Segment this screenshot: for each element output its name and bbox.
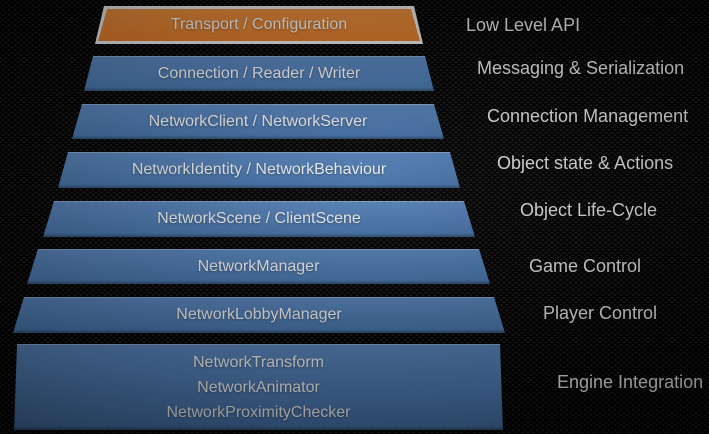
layer-label: NetworkManager [197,257,320,275]
layer-label-line: NetworkProximityChecker [166,403,351,421]
layer-shape [72,104,444,139]
api-label-player-control: Player Control [543,303,658,323]
layer-shape [14,344,503,430]
layer-label-line: NetworkAnimator [197,378,320,396]
layer-label: NetworkScene / ClientScene [157,210,361,228]
layer-label: NetworkIdentity / NetworkBehaviour [131,161,387,179]
layer-shape [84,56,434,91]
layer-label-line: NetworkTransform [193,353,324,371]
layer-engine-components: NetworkTransform NetworkAnimator Network… [14,344,503,430]
layer-networkclient-networkserver: NetworkClient / NetworkServer [72,104,444,139]
layer-networkmanager: NetworkManager [27,249,490,284]
layer-connection-reader-writer: Connection / Reader / Writer [84,56,434,91]
layer-shape [13,297,505,333]
api-label-connection-management: Connection Management [487,106,689,126]
layer-shape [27,249,490,284]
layer-label: Connection / Reader / Writer [157,64,361,82]
layer-label: NetworkClient / NetworkServer [148,112,368,130]
layer-shape [98,9,420,41]
api-label-object-life-cycle: Object Life-Cycle [520,200,658,220]
api-label-object-state-actions: Object state & Actions [497,153,674,173]
layer-networkidentity-networkbehaviour: NetworkIdentity / NetworkBehaviour [58,152,460,188]
layer-shape [43,201,475,237]
api-label-game-control: Game Control [529,256,642,276]
api-label-messaging-serialization: Messaging & Serialization [477,58,685,78]
layer-transport-configuration: Transport / Configuration [95,6,423,44]
layer-networklobbymanager: NetworkLobbyManager [13,297,505,333]
layer-label: NetworkTransform NetworkAnimator Network… [166,350,350,425]
api-label-low-level-api: Low Level API [466,15,581,35]
api-label-engine-integration: Engine Integration [557,372,704,392]
layer-label: Transport / Configuration [170,16,348,34]
layer-networkscene-clientscene: NetworkScene / ClientScene [43,201,475,237]
layer-shape [58,152,460,188]
layer-label: NetworkLobbyManager [176,306,342,324]
